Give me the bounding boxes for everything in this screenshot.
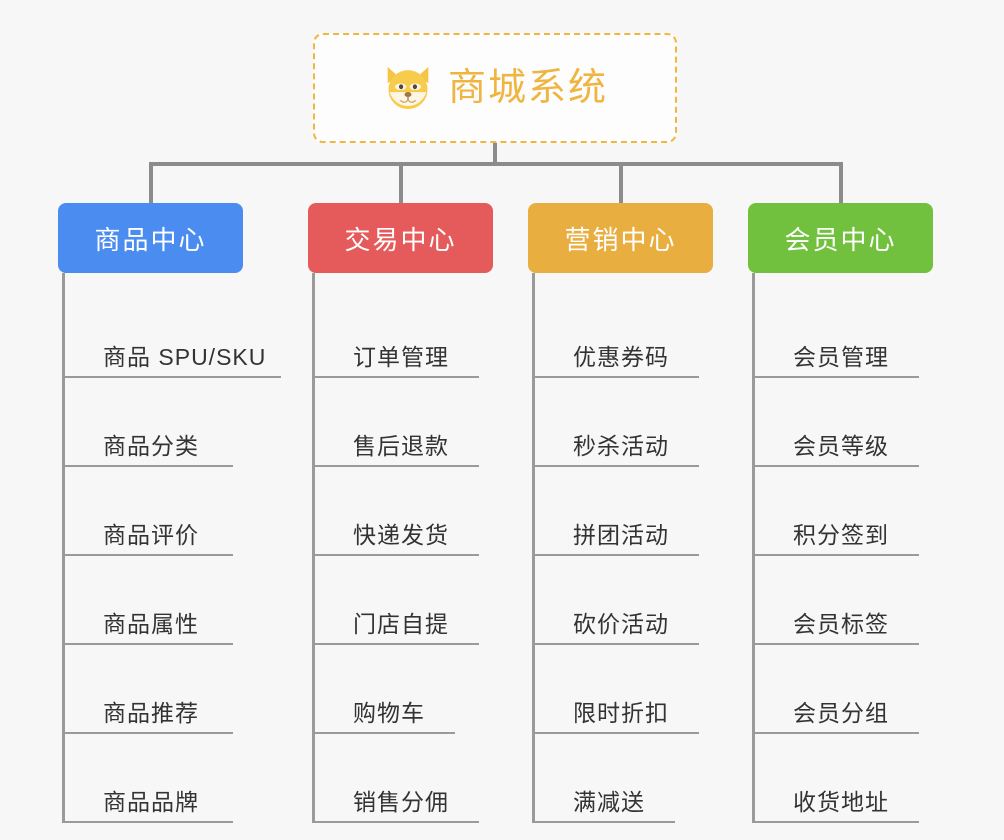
leaf-item[interactable]: 限时折扣 [535,645,699,734]
connector-drop-member-center [839,162,843,206]
branch-member-center: 会员中心 会员管理 会员等级 积分签到 会员标签 会员分组 收货地址 [748,203,933,823]
leaf-rail-product-center: 商品 SPU/SKU 商品分类 商品评价 商品属性 商品推荐 商品品牌 [62,273,281,823]
leaf-label: 会员管理 [793,344,889,371]
leaf-item[interactable]: 订单管理 [315,289,479,378]
leaf-item[interactable]: 积分签到 [755,467,919,556]
leaf-item[interactable]: 会员分组 [755,645,919,734]
branch-title-member-center: 会员中心 [784,224,897,255]
leaf-item[interactable]: 满减送 [535,734,675,823]
leaf-label: 积分签到 [793,522,889,549]
branch-marketing-center: 营销中心 优惠券码 秒杀活动 拼团活动 砍价活动 限时折扣 满减送 [528,203,713,823]
leaf-item[interactable]: 会员标签 [755,556,919,645]
leaf-label: 购物车 [353,700,425,727]
branch-title-trade-center: 交易中心 [344,224,457,255]
leaf-label: 门店自提 [353,611,449,638]
leaf-item[interactable]: 商品 SPU/SKU [65,289,281,378]
leaf-item[interactable]: 售后退款 [315,378,479,467]
leaf-label: 商品评价 [103,522,199,549]
leaf-item[interactable]: 砍价活动 [535,556,699,645]
branch-header-member-center[interactable]: 会员中心 [748,203,933,273]
branch-header-product-center[interactable]: 商品中心 [58,203,243,273]
leaf-item[interactable]: 秒杀活动 [535,378,699,467]
leaf-label: 销售分佣 [353,789,449,816]
leaf-item[interactable]: 拼团活动 [535,467,699,556]
leaf-rail-member-center: 会员管理 会员等级 积分签到 会员标签 会员分组 收货地址 [752,273,933,823]
connector-drop-product-center [149,162,153,206]
branch-title-marketing-center: 营销中心 [564,224,677,255]
leaf-label: 商品属性 [103,611,199,638]
dog-face-icon [387,66,429,110]
leaf-label: 限时折扣 [573,700,669,727]
leaf-item[interactable]: 会员等级 [755,378,919,467]
leaf-label: 商品分类 [103,433,199,460]
leaf-rail-marketing-center: 优惠券码 秒杀活动 拼团活动 砍价活动 限时折扣 满减送 [532,273,713,823]
leaf-label: 会员标签 [793,611,889,638]
leaf-label: 优惠券码 [573,344,669,371]
branch-product-center: 商品中心 商品 SPU/SKU 商品分类 商品评价 商品属性 商品推荐 商品品牌 [58,203,281,823]
leaf-item[interactable]: 商品评价 [65,467,233,556]
leaf-label: 商品品牌 [103,789,199,816]
connector-root-stem [493,143,497,165]
leaf-item[interactable]: 优惠券码 [535,289,699,378]
leaf-item[interactable]: 商品推荐 [65,645,233,734]
leaf-label: 订单管理 [353,344,449,371]
leaf-label: 售后退款 [353,433,449,460]
leaf-label: 快递发货 [353,522,449,549]
leaf-label: 砍价活动 [573,611,669,638]
leaf-label: 拼团活动 [573,522,669,549]
root-node[interactable]: 商城系统 [313,33,677,143]
leaf-item[interactable]: 商品属性 [65,556,233,645]
leaf-item[interactable]: 会员管理 [755,289,919,378]
leaf-label: 会员分组 [793,700,889,727]
leaf-label: 满减送 [573,789,645,816]
leaf-label: 收货地址 [793,789,889,816]
leaf-item[interactable]: 收货地址 [755,734,919,823]
leaf-item[interactable]: 商品品牌 [65,734,233,823]
branch-header-trade-center[interactable]: 交易中心 [308,203,493,273]
leaf-item[interactable]: 快递发货 [315,467,479,556]
connector-drop-marketing-center [619,162,623,206]
leaf-item[interactable]: 销售分佣 [315,734,479,823]
leaf-item[interactable]: 商品分类 [65,378,233,467]
branch-trade-center: 交易中心 订单管理 售后退款 快递发货 门店自提 购物车 销售分佣 [308,203,493,823]
leaf-item[interactable]: 门店自提 [315,556,479,645]
leaf-label: 秒杀活动 [573,433,669,460]
leaf-label: 会员等级 [793,433,889,460]
connector-horizontal-bus [149,162,841,166]
root-title: 商城系统 [447,67,608,109]
connector-drop-trade-center [399,162,403,206]
branch-title-product-center: 商品中心 [94,224,207,255]
leaf-rail-trade-center: 订单管理 售后退款 快递发货 门店自提 购物车 销售分佣 [312,273,493,823]
leaf-label: 商品 SPU/SKU [103,344,267,371]
leaf-item[interactable]: 购物车 [315,645,455,734]
leaf-label: 商品推荐 [103,700,199,727]
branch-header-marketing-center[interactable]: 营销中心 [528,203,713,273]
